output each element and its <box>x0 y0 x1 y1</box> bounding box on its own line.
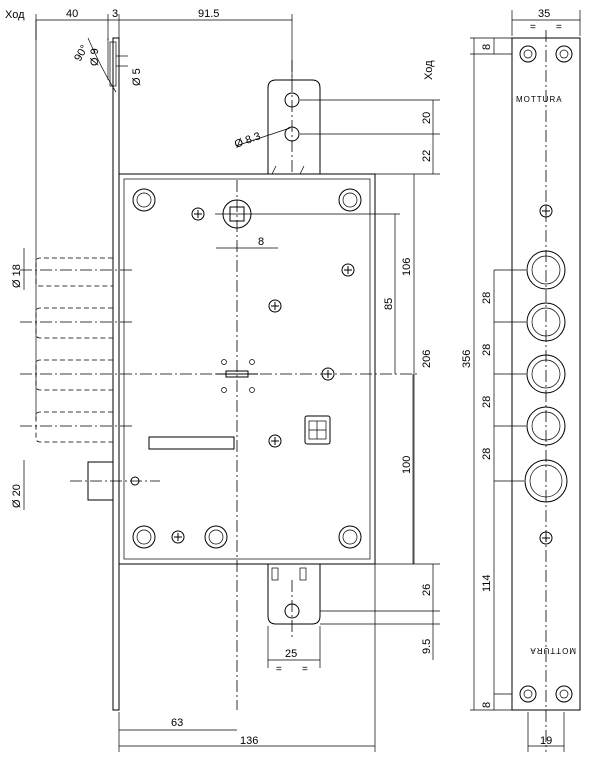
dim-85: 85 <box>383 298 395 310</box>
cross-screws <box>171 207 355 544</box>
small-hole <box>130 476 140 486</box>
dim-sq8: 8 <box>258 236 264 248</box>
dim-26: 26 <box>421 584 433 596</box>
dim-22: 22 <box>421 150 433 162</box>
dim-40: 40 <box>66 8 78 20</box>
dim-dia18: Ø 18 <box>11 264 23 288</box>
switch-box <box>304 415 331 445</box>
dim-206: 206 <box>421 350 433 368</box>
top-dims <box>35 14 293 80</box>
brand-bottom: MOTTURA <box>529 646 576 655</box>
dim-28-a: 28 <box>481 292 493 304</box>
bolt-4 <box>20 411 135 443</box>
dim-dia9: Ø 9 <box>89 48 101 66</box>
slot <box>148 436 235 450</box>
lock-case <box>118 173 376 565</box>
dim-8-top: 8 <box>481 44 493 50</box>
case-right-dims <box>300 99 440 660</box>
eq-mark-3: = <box>530 22 536 33</box>
dim-dia8-3: Ø 8.3 <box>233 130 262 150</box>
dim-28-b: 28 <box>481 344 493 356</box>
left-dim-lines <box>23 20 37 510</box>
bottom-dims <box>118 564 376 752</box>
bolt-1 <box>20 257 135 287</box>
dim-19: 19 <box>540 735 552 747</box>
dim-100: 100 <box>401 456 413 474</box>
eq-mark-2: = <box>302 664 308 675</box>
dim-8-bottom: 8 <box>481 702 493 708</box>
dim-356: 356 <box>461 350 473 368</box>
pin-detail <box>87 37 128 93</box>
eq-mark-4: = <box>556 22 562 33</box>
bolt-3 <box>20 359 420 391</box>
dim-91-5: 91.5 <box>198 8 219 20</box>
dim-35: 35 <box>538 8 550 20</box>
plate-screws <box>519 45 573 703</box>
eq-mark-1: = <box>276 664 282 675</box>
case-screws <box>132 188 362 549</box>
deadlatch <box>70 461 160 501</box>
strike-tab-bottom <box>267 564 321 640</box>
travel-label-right: Ход <box>423 60 435 80</box>
dim-3: 3 <box>112 8 118 20</box>
dim-136: 136 <box>240 735 258 747</box>
dim-28-d: 28 <box>481 448 493 460</box>
strike-tab-top <box>267 60 321 175</box>
bolt-2 <box>20 307 135 339</box>
follower <box>215 180 400 710</box>
dim-114: 114 <box>481 574 493 592</box>
dim-dia5: Ø 5 <box>131 68 143 86</box>
dim-20: 20 <box>421 112 433 124</box>
brand-top: MOTTURA <box>516 95 563 104</box>
travel-label-left: Ход <box>5 9 25 21</box>
dim-63: 63 <box>171 717 183 729</box>
dim-25: 25 <box>285 648 297 660</box>
dim-106: 106 <box>401 258 413 276</box>
dim-9-5: 9.5 <box>421 639 433 654</box>
plate-dims <box>470 37 526 711</box>
cylinder-cam <box>216 359 258 393</box>
dim-28-c: 28 <box>481 396 493 408</box>
front-plate <box>511 10 581 752</box>
dim-dia20: Ø 20 <box>11 484 23 508</box>
plate-bolt-heads <box>524 250 568 503</box>
